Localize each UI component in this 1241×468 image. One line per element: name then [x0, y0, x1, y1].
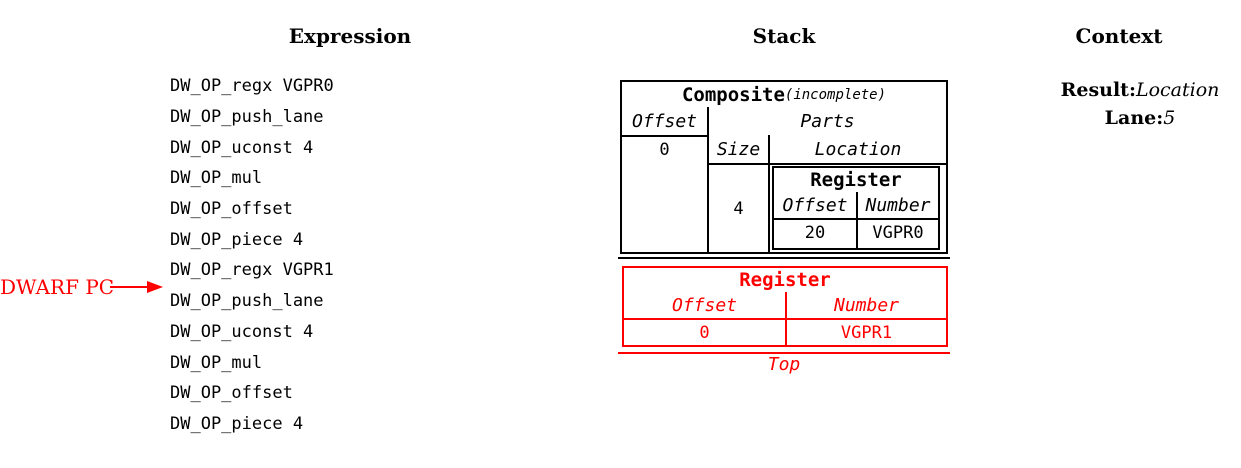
- divider: [774, 218, 938, 220]
- divider: [622, 135, 709, 137]
- expression-list: DW_OP_regx VGPR0 DW_OP_push_lane DW_OP_u…: [170, 71, 334, 439]
- register-offset-value: 0: [699, 322, 710, 343]
- register-number-value: VGPR0: [872, 223, 924, 243]
- stack-column-header: Stack: [752, 24, 816, 48]
- stack-top-marker: Top: [767, 354, 801, 375]
- expression-op: DW_OP_regx VGPR1: [170, 260, 334, 281]
- divider: [856, 192, 858, 248]
- context-lane-line: Lane:5: [1020, 107, 1241, 129]
- stack-entry-separator: [618, 257, 950, 259]
- expression-op: DW_OP_offset: [170, 199, 293, 220]
- composite-offset-header: Offset: [631, 110, 698, 132]
- divider: [624, 318, 946, 320]
- register-number-header: Number: [833, 294, 900, 316]
- stack-entry-composite: Composite(incomplete) Offset 0 Parts Siz…: [620, 80, 948, 254]
- expression-op: DW_OP_regx VGPR0: [170, 76, 334, 97]
- register-offset-header: Offset: [782, 194, 848, 216]
- register-offset-header: Offset: [671, 294, 738, 316]
- composite-parts-header: Parts: [800, 110, 855, 132]
- composite-title: Composite: [681, 83, 785, 106]
- result-label: Result:: [1060, 79, 1136, 101]
- expression-op: DW_OP_piece 4: [170, 229, 304, 250]
- register-title: Register: [810, 169, 902, 191]
- stack-top-separator: [618, 352, 950, 354]
- result-value: Location: [1135, 79, 1220, 101]
- divider: [709, 163, 946, 165]
- divider: [768, 135, 770, 252]
- expression-op: DW_OP_uconst 4: [170, 321, 314, 342]
- expression-op: DW_OP_mul: [170, 352, 263, 373]
- composite-title-row: Composite(incomplete): [622, 82, 946, 107]
- composite-qualifier: (incomplete): [784, 86, 887, 103]
- expression-op-current: DW_OP_push_lane: [170, 291, 324, 312]
- divider: [707, 107, 709, 252]
- expression-op: DW_OP_uconst 4: [170, 137, 314, 158]
- lane-label: Lane:: [1104, 107, 1164, 129]
- part-size-value: 4: [733, 198, 744, 219]
- part-location-header: Location: [814, 138, 902, 160]
- expression-op: DW_OP_piece 4: [170, 413, 304, 434]
- expression-op: DW_OP_push_lane: [170, 107, 324, 128]
- expression-column-header: Expression: [288, 24, 412, 48]
- dwarf-pc-arrow-icon: [110, 281, 163, 293]
- register-number-header: Number: [865, 194, 931, 216]
- context-column-header: Context: [1075, 24, 1163, 48]
- expression-op: DW_OP_offset: [170, 383, 293, 404]
- register-number-value: VGPR1: [840, 322, 893, 343]
- expression-op: DW_OP_mul: [170, 168, 263, 189]
- register-title: Register: [739, 269, 831, 291]
- context-result-line: Result:Location: [1020, 79, 1241, 101]
- dwarf-pc-label: DWARF PC: [0, 275, 115, 299]
- part-location-register-table: Register Offset Number 20 VGPR0: [772, 166, 940, 250]
- part-size-header: Size: [716, 138, 761, 160]
- register-offset-value: 20: [804, 223, 826, 243]
- lane-value: 5: [1163, 107, 1176, 129]
- stack-entry-register-top: Register Offset Number 0 VGPR1: [622, 266, 948, 347]
- composite-offset-value: 0: [659, 140, 670, 160]
